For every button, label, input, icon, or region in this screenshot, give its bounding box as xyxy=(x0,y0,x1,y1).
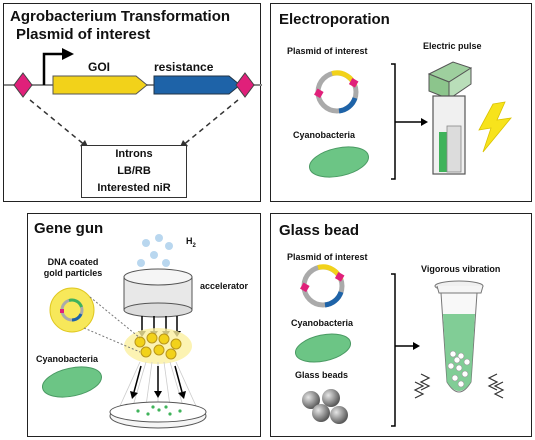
gene-gun-cyano-label: Cyanobacteria xyxy=(36,354,99,364)
cuvette-icon xyxy=(427,61,473,175)
plasmid-icon xyxy=(314,70,359,114)
agro-subtitle: Plasmid of interest xyxy=(16,26,151,43)
microcentrifuge-tube-icon xyxy=(434,280,484,393)
gene-gun-panel: Gene gun H2 DNA coated gold particles ac… xyxy=(27,213,261,437)
glass-bead-panel: Glass bead Plasmid of interest Cyanobact… xyxy=(270,213,532,437)
accelerator-icon xyxy=(123,268,193,318)
petri-dish-icon xyxy=(109,401,207,429)
glass-plasmid-label: Plasmid of interest xyxy=(287,252,368,262)
electro-title: Electroporation xyxy=(279,11,390,28)
interested-nir-label: Interested niR xyxy=(97,182,171,194)
left-border-diamond xyxy=(13,72,33,98)
glass-bead-title: Glass bead xyxy=(279,222,360,239)
goi-label: GOI xyxy=(88,60,111,74)
electroporation-illustration xyxy=(309,61,512,180)
agro-title: Agrobacterium Transformation xyxy=(10,8,231,25)
glass-beads-icon xyxy=(302,389,348,424)
glass-beads-label: Glass beads xyxy=(295,370,349,380)
lightning-bolt-icon xyxy=(478,101,512,153)
lb-rb-label: LB/RB xyxy=(117,165,151,177)
plasmid-construct-diagram xyxy=(4,48,262,149)
gene-gun-illustration xyxy=(42,234,207,429)
electric-pulse-label: Electric pulse xyxy=(423,41,482,51)
dna-coated-particle-icon xyxy=(49,287,95,333)
resistance-arrow xyxy=(153,75,241,95)
right-border-diamond xyxy=(235,72,255,98)
goi-arrow xyxy=(52,75,148,95)
glass-cyano-label: Cyanobacteria xyxy=(291,318,354,328)
gold-particles xyxy=(134,332,182,360)
agro-elements-box: Introns LB/RB Interested niR xyxy=(81,145,187,198)
glass-bead-illustration xyxy=(294,264,505,427)
gene-gun-cyanobacteria-cell xyxy=(42,366,102,398)
promoter-arrow-icon xyxy=(42,52,62,85)
agrobacterium-panel: Agrobacterium Transformation Plasmid of … xyxy=(3,3,262,202)
dna-particles-label: DNA coated gold particles xyxy=(43,257,103,278)
accelerator-label: accelerator xyxy=(200,281,249,291)
cyanobacteria-cell xyxy=(309,146,369,178)
introns-label: Introns xyxy=(115,148,153,160)
glass-cyanobacteria-cell xyxy=(294,333,352,363)
vigorous-vibration-label: Vigorous vibration xyxy=(421,264,501,274)
electroporation-panel: Electroporation Plasmid of interest Cyan… xyxy=(270,3,532,202)
resistance-label: resistance xyxy=(154,60,214,74)
electro-plasmid-label: Plasmid of interest xyxy=(287,46,368,56)
h2-label: H2 xyxy=(186,236,196,249)
electro-cyano-label: Cyanobacteria xyxy=(293,130,356,140)
glass-plasmid-icon xyxy=(300,264,345,308)
gene-gun-title: Gene gun xyxy=(34,220,104,237)
